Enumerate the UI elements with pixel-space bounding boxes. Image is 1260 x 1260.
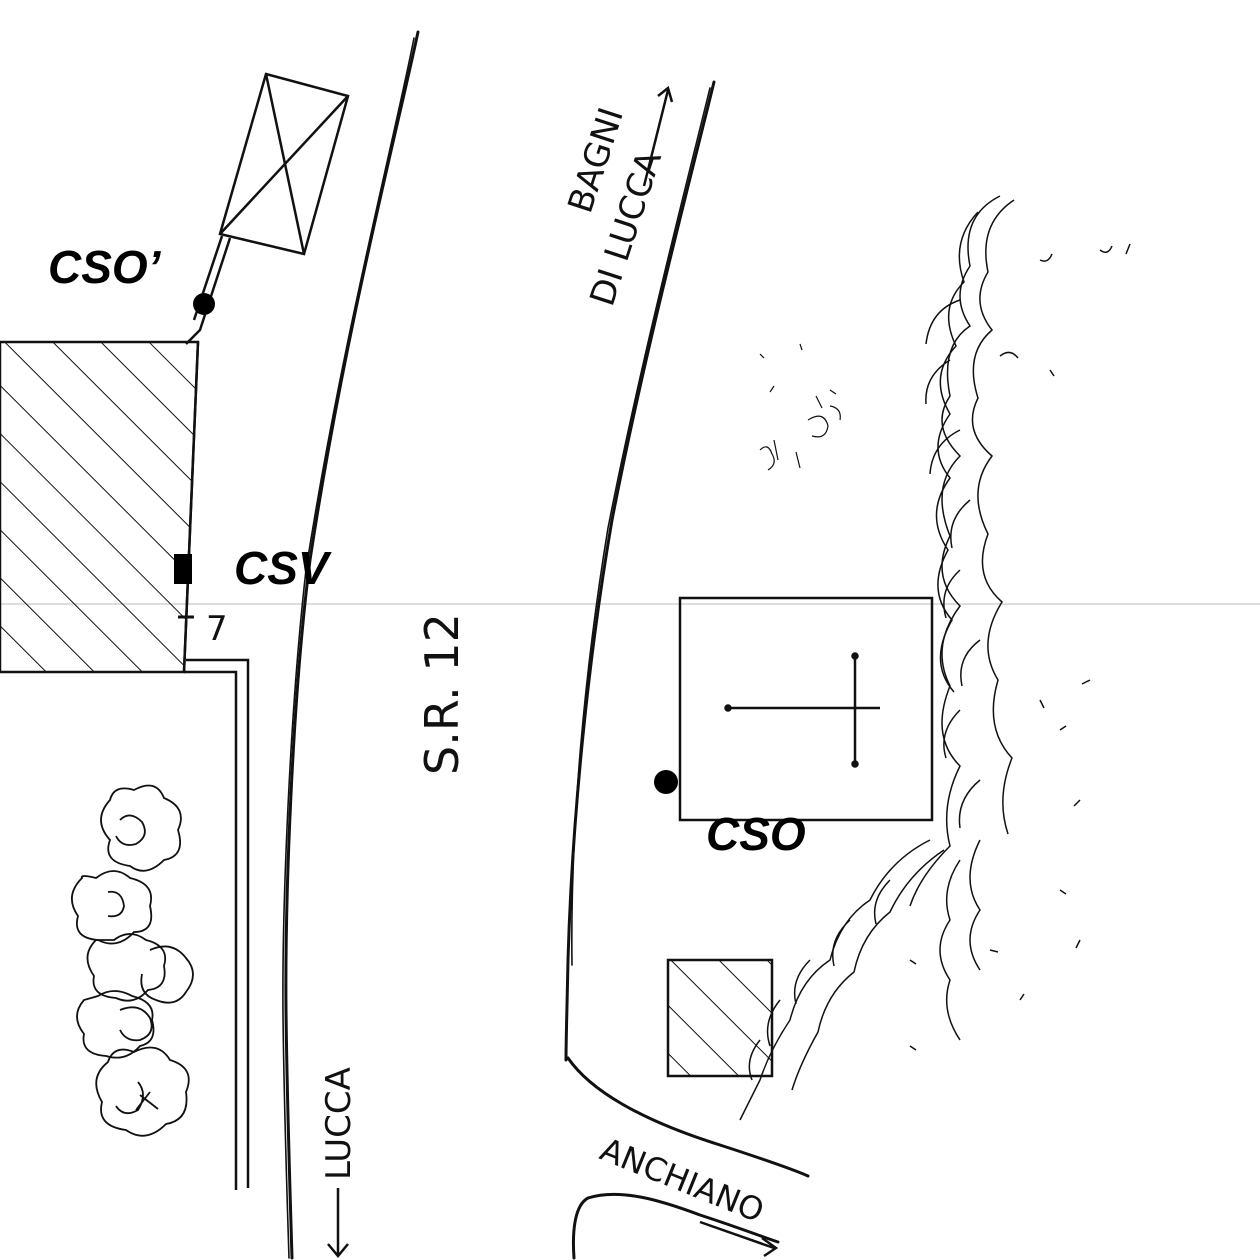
house-number: 7 [206, 609, 228, 649]
direction-south-label: LUCCA [319, 1067, 359, 1180]
direction-east-label: ANCHIANO [595, 1130, 769, 1230]
hatched-building-west [0, 340, 200, 674]
arrow-icon [327, 1188, 349, 1258]
marker-label-cso: CSO [706, 808, 806, 860]
direction-north: BAGNI DI LUCCA [561, 85, 674, 311]
road-name-label: S.R. 12 [415, 613, 469, 775]
shrine-enclosure [678, 596, 934, 822]
black-square-icon [174, 554, 192, 584]
road-west-edge [282, 30, 420, 1260]
arrow-icon [699, 1220, 779, 1258]
road-east-edge [564, 80, 716, 1062]
shrine [678, 596, 934, 822]
black-dot-icon [193, 293, 215, 315]
direction-south: LUCCA [319, 1067, 359, 1258]
building-with-cross-hatch [218, 72, 350, 256]
marker-label-csv: CSV [234, 542, 332, 594]
hatched-building-east [666, 958, 774, 1078]
tree-icon [71, 784, 194, 1137]
road-name: S.R. 12 [415, 613, 469, 775]
marker-label-cso-prime: CSO’ [48, 241, 162, 293]
direction-east: ANCHIANO [595, 1130, 779, 1258]
anchiano-road [566, 1056, 810, 1260]
hedge-vegetation [739, 195, 1131, 1121]
black-dot-icon [654, 770, 678, 794]
field-scribbles [759, 343, 841, 471]
cross-icon [724, 652, 880, 768]
arrow-icon [642, 85, 674, 187]
